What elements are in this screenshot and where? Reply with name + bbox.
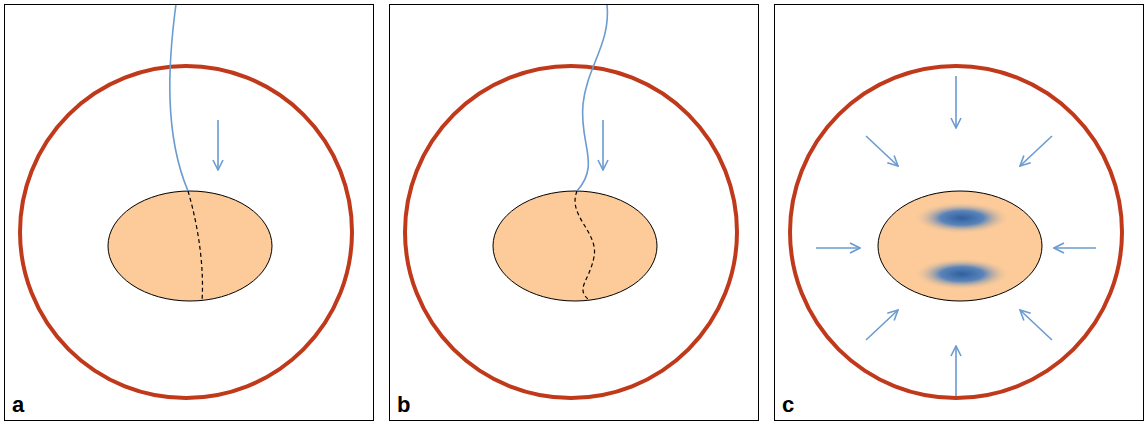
panel-b-art	[405, 4, 737, 398]
figure-panel: b	[389, 4, 759, 421]
panel-label: a	[12, 392, 24, 418]
panel-label: b	[397, 392, 410, 418]
panel-c-art	[790, 66, 1122, 398]
panel-label: c	[782, 392, 794, 418]
panel-a-art	[20, 4, 352, 398]
figure-panel: a	[4, 4, 374, 421]
figure-panel: c	[774, 4, 1144, 421]
